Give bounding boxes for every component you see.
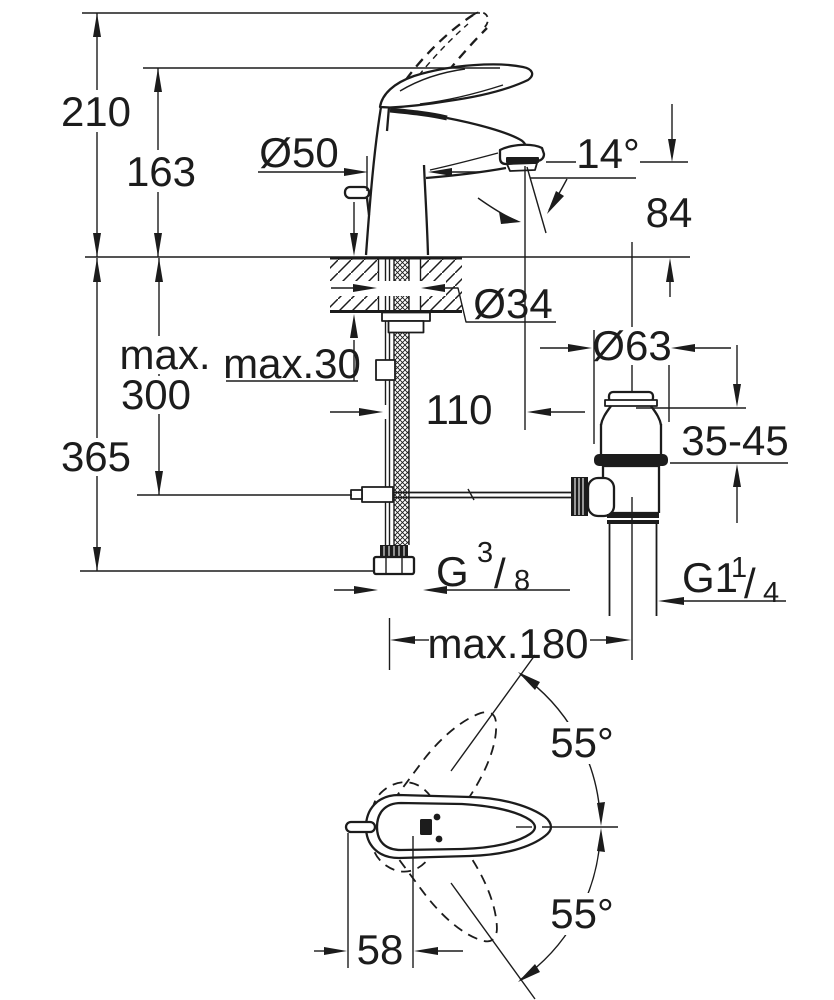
pop-up-waste: [571, 242, 668, 660]
label-14deg: 14°: [576, 130, 640, 177]
dimension-max30: [226, 314, 358, 382]
label-g38: G 3 / 8: [436, 537, 530, 597]
label-210: 210: [61, 88, 131, 135]
dimension-365: [80, 258, 374, 572]
dimension-max180: [388, 618, 631, 670]
label-max: max.: [119, 331, 210, 378]
rod-ball-joint: [586, 476, 616, 518]
label-365: 365: [61, 433, 131, 480]
label-max180: max.180: [427, 620, 588, 667]
handle-rotated-up-dashed: [370, 711, 497, 873]
push-direction-arrow: [350, 233, 358, 256]
lever-handle: [378, 63, 534, 109]
dimension-d34: [330, 281, 556, 323]
labels-side-view: 210 163 Ø50 14° 84 Ø34 max.30 max. 300 3…: [57, 88, 789, 667]
svg-text:/: /: [744, 560, 756, 607]
dimension-58: [314, 833, 463, 968]
svg-text:/: /: [494, 550, 506, 597]
pop-up-knob: [343, 185, 371, 200]
dimension-g38: [334, 586, 570, 594]
label-d63: Ø63: [592, 322, 671, 369]
svg-text:4: 4: [763, 577, 779, 609]
label-3545: 35-45: [681, 417, 788, 464]
dimensions-side-view: [80, 12, 788, 670]
label-g114: G1 1 / 4: [682, 552, 779, 609]
rod-clamp: [361, 486, 394, 503]
mounting-bracket: [381, 311, 431, 322]
label-110: 110: [426, 386, 493, 433]
shank-assembly: [350, 258, 574, 576]
handle-top-inner: [375, 801, 537, 852]
handle-pin: [344, 820, 377, 834]
label-55-upper: 55°: [550, 719, 614, 766]
dimension-d50: [258, 156, 482, 191]
body-right-edge: [422, 164, 430, 256]
label-58: 58: [357, 926, 404, 973]
hose-nut: [372, 555, 416, 576]
label-163: 163: [126, 148, 196, 195]
label-d34: Ø34: [473, 280, 552, 327]
side-view: 210 163 Ø50 14° 84 Ø34 max.30 max. 300 3…: [57, 11, 789, 670]
spout-top: [446, 116, 527, 150]
aerator: [506, 157, 539, 163]
dimension-14deg: [477, 104, 688, 430]
svg-text:G: G: [436, 548, 469, 595]
dimension-g114: [658, 597, 786, 605]
dimension-84: [666, 258, 674, 297]
svg-text:8: 8: [514, 565, 530, 597]
handle-dot-top: [433, 813, 441, 821]
spout-underside: [425, 166, 507, 180]
dimension-110: [330, 405, 585, 419]
svg-text:G1: G1: [682, 554, 738, 601]
raised-handle-dashed: [395, 14, 474, 95]
label-55-lower: 55°: [550, 890, 614, 937]
svg-text:1: 1: [731, 552, 747, 584]
handle-logo-mark: [420, 819, 432, 835]
handle-dot-bottom: [435, 835, 443, 843]
rod-coupler: [375, 359, 396, 381]
dimension-210: [93, 13, 101, 257]
faucet-body: [343, 11, 546, 256]
label-300: 300: [121, 371, 191, 418]
label-84: 84: [646, 189, 693, 236]
dimension-3545: [636, 345, 788, 523]
handle-rotated-down-dashed: [371, 781, 498, 943]
label-d50: Ø50: [259, 129, 338, 176]
label-max30: max.30: [223, 340, 361, 387]
svg-text:3: 3: [477, 537, 493, 569]
flex-hose: [394, 333, 409, 545]
handle-swivel-view: 55° 55° 58: [314, 654, 618, 1000]
waste-seal-ring: [594, 454, 668, 466]
body-left-edge: [364, 106, 383, 256]
